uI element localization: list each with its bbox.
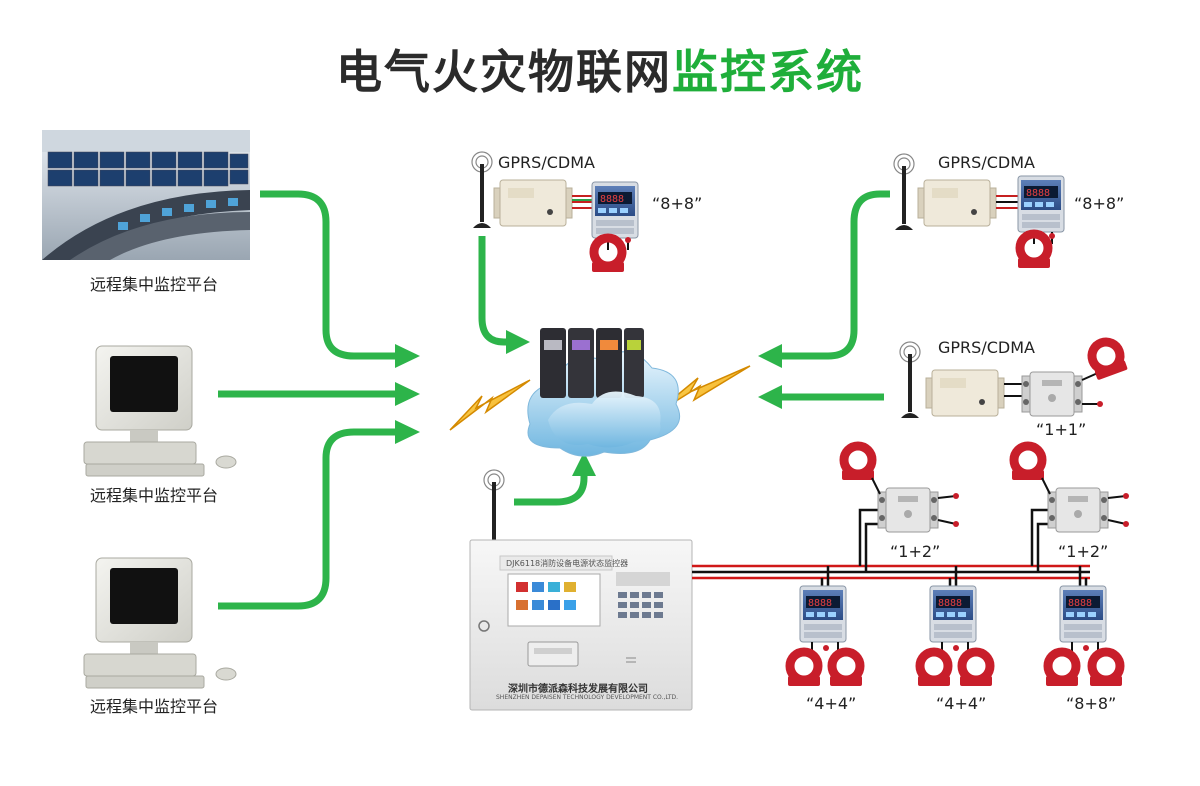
monitor-company-cn: 深圳市德派森科技发展有限公司 [508, 684, 648, 695]
control-room-image [42, 130, 250, 260]
gprs-modem-top-right [917, 179, 997, 227]
arrow-gprs-right-to-cloud [782, 190, 890, 360]
arrowhead-gprs-right [758, 344, 782, 368]
gprs-label-mid-right: GPRS/CDMA [938, 338, 1035, 357]
antenna-top-right [893, 153, 915, 231]
sensor-bus-right [1012, 446, 1044, 480]
sensor-mid-right [1086, 337, 1128, 380]
arrowhead-pc2 [395, 420, 420, 444]
gprs-label-top-right: GPRS/CDMA [938, 153, 1035, 172]
monitor-company-en: SHENZHEN DEPAISEN TECHNOLOGY DEVELOPMENT… [496, 694, 679, 701]
desktop-pc-2 [83, 557, 237, 689]
arrow-monitor-to-cloud [514, 474, 588, 506]
lightning-bolt-right [651, 365, 751, 417]
relay-mid-right [1021, 371, 1083, 417]
gprs-modem-top-center [493, 179, 573, 227]
device-label-bus-top-left: “1+2” [890, 542, 941, 561]
antenna-monitor [483, 469, 505, 547]
wires-top-right [996, 195, 1018, 209]
arrowhead-pc1 [395, 382, 420, 406]
monitor-cabinet [469, 469, 693, 711]
device-label-mid-right: “1+1” [1036, 420, 1087, 439]
arrowhead-gprs-mid [758, 385, 782, 409]
device-label-bus-3: “8+8” [1066, 694, 1117, 713]
device-label-top-right: “8+8” [1074, 194, 1125, 213]
relay-bus-left [877, 487, 939, 533]
arrow-room-to-cloud [260, 190, 395, 360]
meter-top-center [591, 181, 639, 239]
arrowhead-room [395, 344, 420, 368]
meter-bus-2 [929, 585, 977, 643]
sensor-bus-2a [918, 652, 950, 686]
meter-bus-3 [1059, 585, 1107, 643]
device-label-top-center: “8+8” [652, 194, 703, 213]
lightning-bolt-left [449, 379, 531, 431]
device-label-bus-2: “4+4” [936, 694, 987, 713]
green-arrows [218, 190, 890, 610]
desktop-pc-1 [83, 345, 237, 477]
sensor-bus-1b [830, 652, 862, 686]
sensor-bus-3a [1046, 652, 1078, 686]
wires-top-center [572, 195, 592, 209]
page-title: 电气火灾物联网监控系统 [0, 36, 1200, 102]
meter-bus-1 [799, 585, 847, 643]
monitor-model-label: DJK6118消防设备电源状态监控器 [506, 559, 629, 568]
gprs-modem-mid-right [925, 369, 1005, 417]
arrowhead-monitor [572, 452, 596, 476]
antenna-mid-right [899, 341, 921, 419]
arrow-gprs-top-to-cloud [478, 236, 510, 346]
sensor-bus-2b [960, 652, 992, 686]
sensor-bus-1a [788, 652, 820, 686]
device-label-bus-1: “4+4” [806, 694, 857, 713]
sensor-bus-left [842, 446, 874, 480]
arrow-pc2-to-cloud [218, 428, 395, 610]
device-label-bus-top-right: “1+2” [1058, 542, 1109, 561]
platform-label-pc2: 远程集中监控平台 [90, 697, 219, 716]
title-part-2: 监控系统 [672, 45, 864, 99]
antenna-top-center [471, 151, 493, 229]
cloud-server-icon [527, 328, 681, 457]
gprs-label-top-center: GPRS/CDMA [498, 153, 595, 172]
relay-bus-right [1047, 487, 1109, 533]
meter-top-right [1017, 175, 1065, 233]
platform-label-room: 远程集中监控平台 [90, 275, 219, 294]
bus-lines [692, 508, 1090, 592]
platform-label-pc1: 远程集中监控平台 [90, 486, 219, 505]
title-part-1: 电气火灾物联网 [336, 45, 672, 99]
arrowhead-gprs-top [506, 330, 530, 354]
sensor-bus-3b [1090, 652, 1122, 686]
